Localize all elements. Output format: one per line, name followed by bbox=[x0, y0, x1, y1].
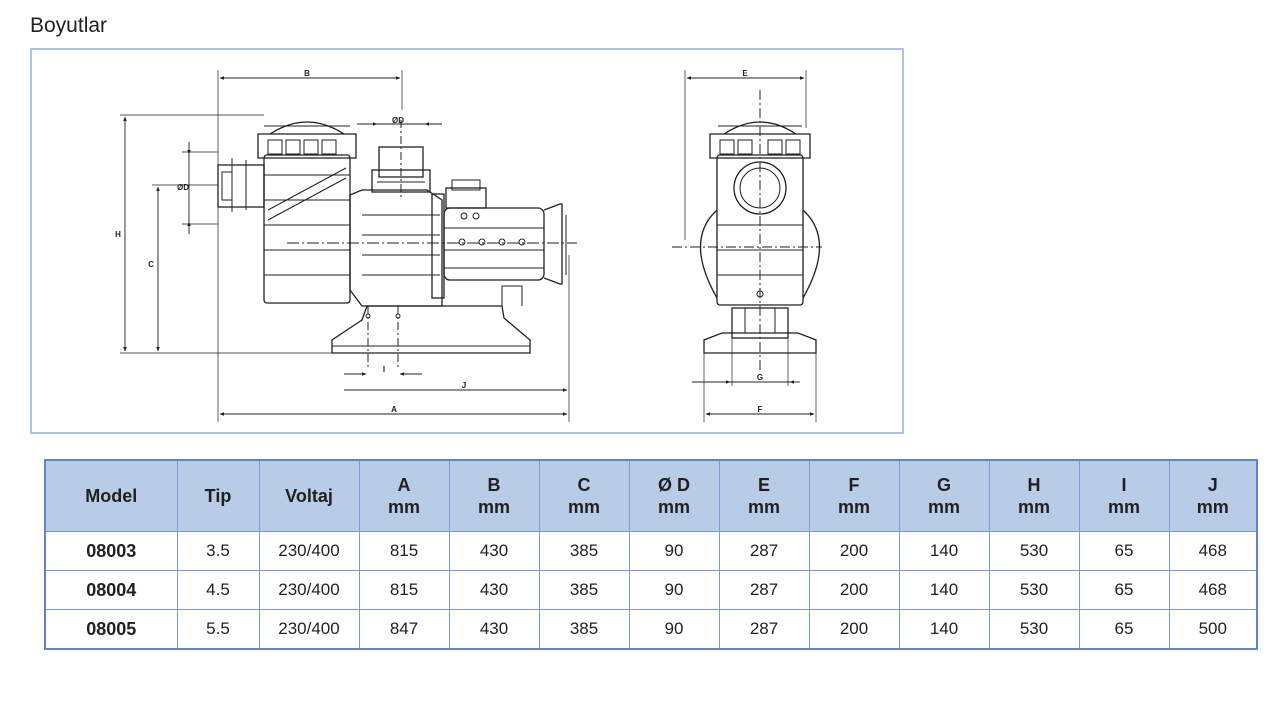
cell-c: 385 bbox=[538, 609, 630, 650]
cell-j: 468 bbox=[1168, 570, 1258, 610]
dim-label-d-inlet: ØD bbox=[177, 183, 189, 192]
dimension-drawing-frame: B ØD ØD H C I J A E G F bbox=[30, 48, 904, 434]
cell-tip: 5.5 bbox=[176, 609, 260, 650]
cell-b: 430 bbox=[448, 570, 540, 610]
cell-d: 90 bbox=[628, 609, 720, 650]
dim-label-c: C bbox=[148, 260, 154, 269]
header-tip: Tip bbox=[176, 459, 260, 532]
cell-g: 140 bbox=[898, 609, 990, 650]
cell-i: 65 bbox=[1078, 570, 1170, 610]
pump-technical-drawing: B ØD ØD H C I J A E G F bbox=[115, 69, 822, 422]
cell-d: 90 bbox=[628, 531, 720, 571]
cell-voltaj: 230/400 bbox=[258, 609, 360, 650]
dim-label-a: A bbox=[391, 405, 397, 414]
cell-tip: 3.5 bbox=[176, 531, 260, 571]
cell-j: 468 bbox=[1168, 531, 1258, 571]
page-title: Boyutlar bbox=[30, 14, 108, 37]
cell-d: 90 bbox=[628, 570, 720, 610]
header-model: Model bbox=[44, 459, 178, 532]
cell-c: 385 bbox=[538, 570, 630, 610]
cell-f: 200 bbox=[808, 609, 900, 650]
table-row: 08004 4.5 230/400 815 430 385 90 287 200… bbox=[44, 570, 1258, 610]
cell-c: 385 bbox=[538, 531, 630, 571]
cell-g: 140 bbox=[898, 570, 990, 610]
cell-h: 530 bbox=[988, 570, 1080, 610]
cell-e: 287 bbox=[718, 609, 810, 650]
dim-label-e: E bbox=[742, 69, 748, 78]
cell-a: 847 bbox=[358, 609, 450, 650]
pump-side-view bbox=[217, 120, 577, 370]
cell-b: 430 bbox=[448, 609, 540, 650]
cell-voltaj: 230/400 bbox=[258, 570, 360, 610]
cell-model: 08004 bbox=[44, 570, 178, 610]
dim-label-g: G bbox=[757, 373, 763, 382]
cell-f: 200 bbox=[808, 570, 900, 610]
dim-label-i: I bbox=[383, 365, 385, 374]
cell-voltaj: 230/400 bbox=[258, 531, 360, 571]
cell-model: 08005 bbox=[44, 609, 178, 650]
cell-j: 500 bbox=[1168, 609, 1258, 650]
cell-i: 65 bbox=[1078, 609, 1170, 650]
dim-label-f: F bbox=[758, 405, 763, 414]
dim-label-d-outlet: ØD bbox=[392, 116, 404, 125]
dim-label-j: J bbox=[462, 381, 466, 390]
cell-h: 530 bbox=[988, 531, 1080, 571]
dim-label-b: B bbox=[304, 69, 310, 78]
header-voltaj: Voltaj bbox=[258, 459, 360, 532]
cell-e: 287 bbox=[718, 531, 810, 571]
table-row: 08003 3.5 230/400 815 430 385 90 287 200… bbox=[44, 531, 1258, 571]
cell-g: 140 bbox=[898, 531, 990, 571]
cell-f: 200 bbox=[808, 531, 900, 571]
dim-label-h: H bbox=[115, 230, 121, 239]
cell-i: 65 bbox=[1078, 531, 1170, 571]
cell-a: 815 bbox=[358, 531, 450, 571]
cell-b: 430 bbox=[448, 531, 540, 571]
cell-a: 815 bbox=[358, 570, 450, 610]
pump-front-view bbox=[672, 90, 822, 370]
cell-model: 08003 bbox=[44, 531, 178, 571]
cell-h: 530 bbox=[988, 609, 1080, 650]
cell-e: 287 bbox=[718, 570, 810, 610]
table-row: 08005 5.5 230/400 847 430 385 90 287 200… bbox=[44, 609, 1258, 650]
cell-tip: 4.5 bbox=[176, 570, 260, 610]
